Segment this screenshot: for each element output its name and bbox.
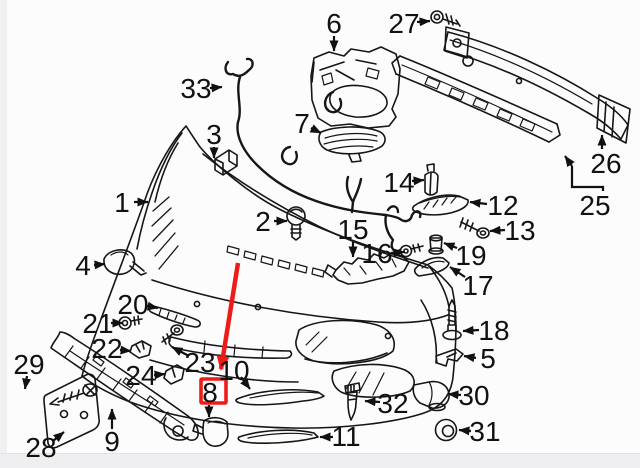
part-24-clip (163, 364, 185, 385)
leader-arrow-17 (449, 266, 466, 278)
part-callout-25[interactable]: 25 (579, 190, 610, 221)
part-callout-27[interactable]: 27 (388, 8, 419, 39)
part-27-screw (430, 10, 461, 27)
part-11-spoiler-blade-lower (237, 429, 319, 444)
part-callout-9[interactable]: 9 (104, 426, 120, 457)
page-edge-bottom (0, 453, 640, 468)
part-32-temperature-sensor (344, 382, 361, 421)
part-5-clip (435, 348, 464, 367)
part-19-cap-nut (428, 234, 444, 255)
leader-arrow-28 (52, 431, 65, 443)
leader-arrow-10 (240, 376, 251, 390)
part-28-license-plate-bracket (43, 373, 100, 449)
leader-arrow-19 (443, 241, 458, 251)
part-callout-31[interactable]: 31 (469, 416, 500, 447)
part-9-center-grille (50, 331, 199, 441)
leader-arrow-7 (309, 124, 322, 134)
part-callout-7[interactable]: 7 (294, 108, 310, 139)
part-12-side-bracket (411, 194, 469, 216)
leader-arrow-30 (447, 390, 462, 400)
page-edge-left (0, 0, 7, 468)
part-14-clip (424, 163, 439, 196)
leader-arrow-16 (390, 248, 405, 258)
leader-arrow-25 (564, 155, 575, 168)
part-18-screw (442, 299, 462, 341)
part-callout-12[interactable]: 12 (487, 190, 518, 221)
part-23-screw (161, 324, 184, 345)
part-callout-11[interactable]: 11 (331, 421, 360, 452)
leader-arrow-32 (364, 397, 381, 407)
part-callout-24[interactable]: 24 (125, 360, 156, 391)
highlight-box-part-8 (199, 377, 228, 405)
part-20-lower-bracket (148, 305, 201, 328)
leader-arrow-5 (463, 353, 477, 363)
leader-arrow-18 (462, 325, 480, 335)
part-callout-10[interactable]: 10 (218, 355, 249, 386)
part-callout-4[interactable]: 4 (75, 250, 91, 281)
leader-arrow-4 (93, 260, 106, 270)
part-22-clamp (129, 340, 152, 359)
part-26-bumper-reinforcement (443, 26, 631, 144)
part-callout-2[interactable]: 2 (255, 206, 271, 237)
leader-arrow-29 (22, 375, 32, 390)
part-callout-29[interactable]: 29 (13, 349, 44, 380)
part-callout-5[interactable]: 5 (480, 343, 496, 374)
part-callout-3[interactable]: 3 (206, 119, 222, 150)
part-callout-33[interactable]: 33 (180, 73, 211, 104)
part-callout-23[interactable]: 23 (184, 347, 215, 378)
part-29-screw (49, 383, 98, 406)
part-31-grommet (434, 418, 458, 442)
highlight-layer (199, 262, 241, 405)
part-callout-21[interactable]: 21 (82, 308, 113, 339)
part-8-end-cap (192, 416, 229, 447)
part-7-fog-lamp-grille (318, 126, 386, 163)
part-callout-1[interactable]: 1 (114, 187, 130, 218)
leader-line-25 (570, 166, 605, 191)
part-callout-13[interactable]: 13 (504, 215, 535, 246)
leader-arrow-23 (171, 346, 190, 357)
part-callout-8[interactable]: 8 (202, 377, 218, 408)
leader-arrow-33 (209, 83, 223, 93)
part-callout-20[interactable]: 20 (117, 289, 148, 320)
part-4-tow-hook-cover (103, 249, 147, 276)
part-callout-6[interactable]: 6 (326, 8, 342, 39)
part-17-corner-bracket (413, 256, 450, 277)
leader-arrow-14 (411, 176, 425, 186)
leader-arrow-24 (153, 370, 166, 380)
part-callout-17[interactable]: 17 (462, 270, 493, 301)
part-callout-15[interactable]: 15 (337, 214, 368, 245)
part-30-sensor-holder (412, 380, 450, 412)
leader-arrow-22 (119, 345, 132, 355)
highlight-arrow (216, 262, 241, 371)
part-callout-28[interactable]: 28 (25, 432, 56, 463)
part-13-screw (459, 217, 490, 239)
part-2-screw (286, 206, 306, 241)
part-callout-19[interactable]: 19 (455, 240, 486, 271)
leader-arrow-20 (146, 301, 159, 311)
part-3-retaining-clip (214, 149, 238, 176)
leader-arrow-31 (458, 426, 472, 436)
part-callout-22[interactable]: 22 (91, 333, 122, 364)
part-callout-18[interactable]: 18 (478, 315, 509, 346)
part-callout-32[interactable]: 32 (377, 388, 408, 419)
part-callout-16[interactable]: 16 (361, 238, 392, 269)
part-callout-30[interactable]: 30 (458, 380, 489, 411)
part-25-impact-absorber (391, 55, 561, 143)
part-10-spoiler-blade-upper (235, 388, 325, 406)
leader-arrow-27 (416, 17, 431, 27)
leader-arrow-12 (469, 198, 488, 208)
leader-arrow-13 (489, 225, 506, 235)
part-16-screw (399, 243, 424, 258)
part-6-fog-lamp-housing (310, 46, 401, 129)
part-callout-14[interactable]: 14 (383, 167, 414, 198)
part-callout-26[interactable]: 26 (590, 148, 621, 179)
part-1-front-bumper-cover (81, 125, 457, 429)
part-15-upper-bracket (324, 252, 410, 285)
